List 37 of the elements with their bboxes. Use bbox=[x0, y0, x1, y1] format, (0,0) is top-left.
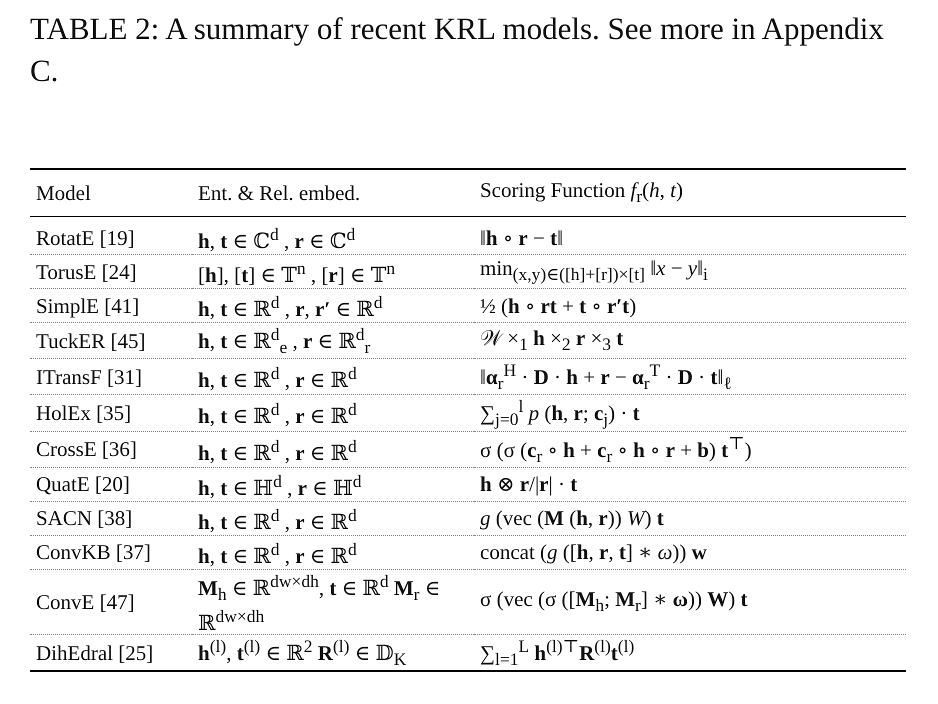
scoring-formula: σ (σ (c$_{r}$ ∘ h + c$_{r}$ ∘ h ∘ r + b) t$^{⊤}$) bbox=[480, 438, 752, 462]
model-name: ITransF [31] bbox=[36, 364, 142, 389]
embedding-formula: [h], [t] ∈ 𝕋$^{n}$ , [r] ∈ 𝕋$^{n}$ bbox=[198, 263, 396, 287]
table-caption: TABLE 2: A summary of recent KRL models. See more in Appendix C. bbox=[30, 10, 885, 90]
embedding-formula: h$^{(l)}$, t$^{(l)}$ ∈ ℝ$^{2}$ R$^{(l)}$ ∈ 𝔻$_{K}$ bbox=[198, 640, 406, 665]
model-name: QuatE [20] bbox=[36, 472, 130, 496]
model-name: CrossE [36] bbox=[36, 437, 137, 462]
scoring-formula: ‖h ∘ r − t‖ bbox=[480, 226, 563, 250]
model-name: RotatE [19] bbox=[36, 226, 135, 250]
model-name: SimplE [41] bbox=[36, 294, 140, 318]
embedding-formula: h, t ∈ ℝ$^{d}$ , r, r′ ∈ ℝ$^{d}$ bbox=[198, 297, 382, 321]
model-name: SACN [38] bbox=[36, 506, 132, 530]
model-name: TuckER [45] bbox=[36, 328, 146, 353]
embedding-formula: h, t ∈ ℍ$^{d}$ , r ∈ ℍ$^{d}$ bbox=[198, 476, 362, 500]
column-header: Model bbox=[36, 181, 91, 205]
model-name: DihEdral [25] bbox=[36, 640, 154, 665]
model-name: ConvKB [37] bbox=[36, 540, 151, 564]
embedding-formula: h, t ∈ ℝ$^{d}$ , r ∈ ℝ$^{d}$ bbox=[198, 404, 357, 428]
embedding-formula: h, t ∈ ℝ$^{d}$ , r ∈ ℝ$^{d}$ bbox=[198, 440, 357, 465]
scoring-formula: concat (g ([h, r, t] ∗ ω)) w bbox=[480, 540, 707, 564]
embedding-formula: h, t ∈ ℝ$^{d}$ , r ∈ ℝ$^{d}$ bbox=[198, 544, 357, 568]
model-name: ConvE [47] bbox=[36, 590, 135, 614]
scoring-formula: 𝒲 ×$_{1}$ h ×$_{2}$ r ×$_{3}$ t bbox=[480, 326, 624, 350]
scoring-formula: σ (vec (σ ([M$_{h}$; M$_{r}$] ∗ ω)) W) t bbox=[480, 586, 748, 611]
scoring-formula: ‖α$_{r}$$^{H}$ · D · h + r − α$_{r}$$^{T}$ · D · t‖$_{ℓ}$ bbox=[480, 365, 732, 390]
embedding-formula: h, t ∈ ℝ$^{d}$ , r ∈ ℝ$^{d}$ bbox=[198, 510, 357, 534]
column-header: Scoring Function f$_{r}$(h, t) bbox=[480, 178, 684, 202]
scoring-formula: h ⊗ r/|r| · t bbox=[480, 472, 578, 496]
embedding-formula: h, t ∈ ℝ$^{d}$ , r ∈ ℝ$^{d}$ bbox=[198, 368, 357, 392]
scoring-formula: g (vec (M (h, r)) W) t bbox=[480, 506, 664, 530]
column-header: Ent. & Rel. embed. bbox=[198, 181, 360, 205]
model-name: TorusE [24] bbox=[36, 260, 137, 284]
scoring-formula: ∑$_{l=1}$$^{L}$ h$^{(l)⊤}$R$^{(l)}$t$^{(l)}$ bbox=[480, 640, 634, 665]
scoring-formula: ½ (h ∘ rt + t ∘ r′t) bbox=[480, 294, 636, 318]
embedding-formula: h, t ∈ ℂ$^{d}$ , r ∈ ℂ$^{d}$ bbox=[198, 229, 356, 253]
embedding-formula: M$_{h}$ ∈ ℝ$^{dw×dh}$, t ∈ ℝ$^{d}$ M$_{r}$ ∈ ℝ$^{dw×dh}$ bbox=[198, 576, 440, 635]
model-name: HolEx [35] bbox=[36, 400, 132, 425]
